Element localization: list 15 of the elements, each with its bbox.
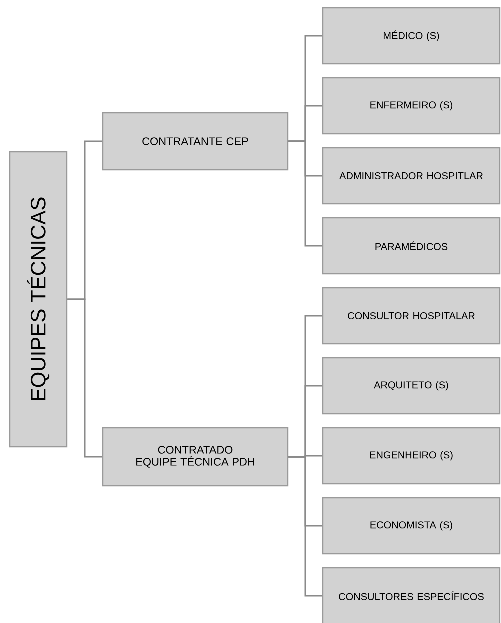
connector-line [288, 456, 322, 597]
role-box: ECONOMISTA (S) [322, 497, 501, 555]
connector-line [68, 298, 102, 458]
role-box: MÉDICO (S) [322, 7, 501, 65]
role-box: ENGENHEIRO (S) [322, 427, 501, 485]
connector-line [288, 140, 322, 247]
role-box: ARQUITETO (S) [322, 357, 501, 415]
group-box: CONTRATANTE CEP [102, 112, 289, 171]
role-box: PARAMÉDICOS [322, 217, 501, 275]
role-box: CONSULTORES ESPECÍFICOS [322, 567, 501, 623]
role-box: ADMINISTRADOR HOSPITLAR [322, 147, 501, 205]
category-box: EQUIPES TÉCNICAS [9, 151, 68, 448]
role-box: CONSULTOR HOSPITALAR [322, 287, 501, 345]
role-box: ENFERMEIRO (S) [322, 77, 501, 135]
group-box: CONTRATADO EQUIPE TÉCNICA PDH [102, 427, 289, 487]
